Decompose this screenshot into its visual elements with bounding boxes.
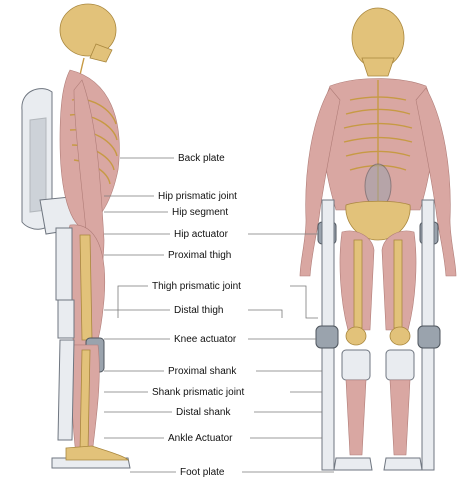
label-distal-thigh: Distal thigh — [174, 305, 223, 316]
side-back-plate-inner — [30, 118, 46, 212]
label-ankle-actuator: Ankle Actuator — [168, 433, 233, 444]
label-foot-plate: Foot plate — [180, 467, 225, 478]
leader-distal-thigh-right — [248, 310, 282, 318]
label-shank-prismatic-joint: Shank prismatic joint — [152, 387, 244, 398]
side-shank-segment — [58, 340, 74, 440]
front-right-femur — [394, 240, 402, 328]
front-left-femur — [354, 240, 362, 328]
leader-thigh-prismatic-joint-left — [118, 286, 148, 318]
front-jaw — [362, 58, 394, 76]
front-left-shank-cuff — [342, 350, 370, 380]
label-distal-shank: Distal shank — [176, 407, 231, 418]
side-tibia — [80, 350, 90, 452]
side-femur — [80, 235, 92, 340]
side-foot — [66, 446, 128, 460]
label-hip-prismatic-joint: Hip prismatic joint — [158, 191, 237, 202]
side-proximal-thigh — [56, 228, 72, 300]
label-proximal-shank: Proximal shank — [168, 366, 237, 377]
label-thigh-prismatic-joint: Thigh prismatic joint — [152, 281, 241, 292]
front-right-foot-plate — [384, 458, 422, 470]
side-view-figure — [22, 4, 130, 468]
label-back-plate: Back plate — [178, 153, 225, 164]
front-left-knee — [346, 327, 366, 345]
label-knee-actuator: Knee actuator — [174, 334, 237, 345]
front-right-knee — [390, 327, 410, 345]
front-left-foot-plate — [334, 458, 372, 470]
label-proximal-thigh: Proximal thigh — [168, 250, 231, 261]
leader-thigh-prismatic-joint-right — [290, 286, 318, 318]
front-view-figure — [300, 8, 456, 470]
label-hip-segment: Hip segment — [172, 207, 228, 218]
label-hip-actuator: Hip actuator — [174, 229, 229, 240]
front-knee-actuator-right — [418, 326, 440, 348]
front-knee-actuator-left — [316, 326, 338, 348]
front-left-shank — [346, 380, 366, 455]
front-right-shank-cuff — [386, 350, 414, 380]
side-distal-thigh — [58, 300, 74, 338]
component-labels: Back plate Hip prismatic joint Hip segme… — [152, 153, 244, 478]
front-right-shank — [390, 380, 410, 455]
